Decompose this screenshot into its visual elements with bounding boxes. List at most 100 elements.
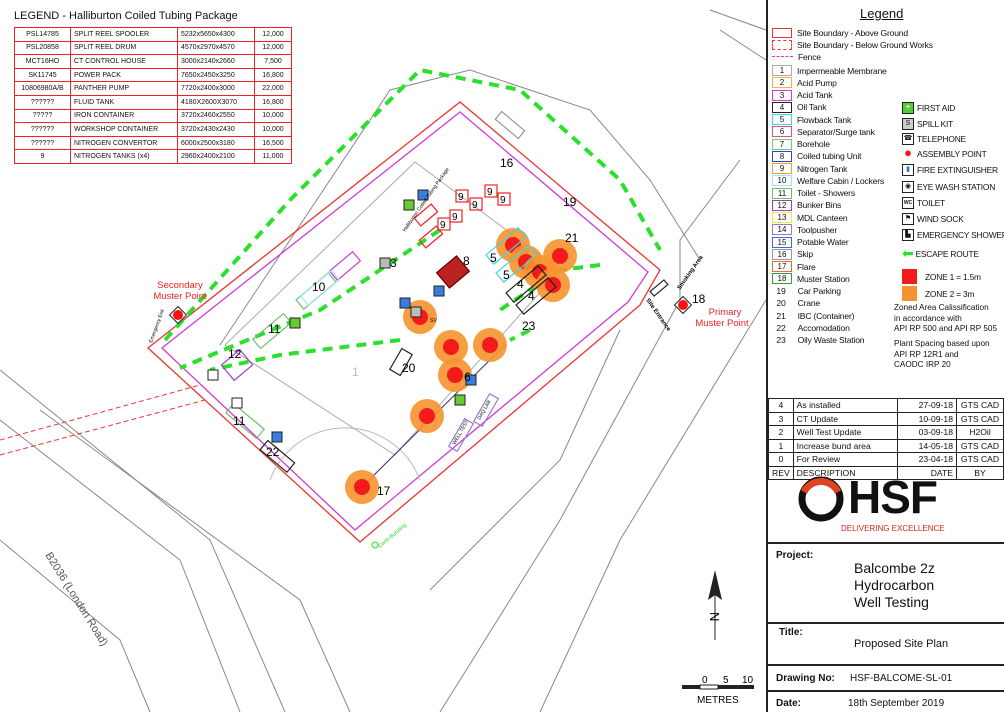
component-name: FLUID TANK [70,94,178,110]
legend-item-number: 10 [772,175,792,187]
project-block: Project: Balcombe 2z Hydrocarbon Well Te… [768,542,1004,622]
telephone-icon: ☎ [902,132,914,145]
rev-date: DATE [897,465,957,480]
rev-date: 23-04-18 [897,452,957,467]
legend-item-label: Impermeable Membrane [797,65,887,76]
label-9f: 9 [440,220,446,231]
part-number: ?????? [14,94,71,110]
zone1-area [545,277,561,293]
legend-item-number: 5 [772,114,792,125]
north-arrow: N [707,570,722,640]
project-line: Balcombe 2z [854,560,935,576]
symbol-label: TELEPHONE [917,133,966,144]
legend-item-number: 13 [772,212,792,223]
spacing-note: Plant Spacing based upon API RP 12R1 and… [894,339,990,371]
legend-item-number: 1 [772,65,792,76]
wind-sock-icon: ⚑ [902,212,914,225]
zone1-label: ZONE 1 = 1.5m [925,271,981,282]
secondary-muster-label-2: Muster Point [153,291,207,302]
rev-by: GTS CAD [956,398,1004,413]
note-line: Zoned Area Calissification [894,303,989,312]
title-label: Title: [779,627,803,638]
legend-symbol: ◉EYE WASH STATION [902,180,995,193]
zone1-area [443,339,459,355]
legend-item-label: Flowback Tank [797,114,852,125]
rev-date: 10-09-18 [897,411,957,426]
date-block: Date: 18th September 2019 [768,690,1004,712]
label-9d: 9 [500,195,506,206]
dimensions: 7650x2450x3250 [177,67,255,83]
weight: 16,800 [254,94,292,110]
legend-item-number: 18 [772,273,792,285]
eye-wash-icon: ◉ [902,180,914,193]
note-line: API RP 12R1 and [894,349,959,359]
legend-item-label: Crane [797,298,821,309]
note-line: Plant Spacing based upon [894,339,990,348]
legend-item-label: Skip [797,249,813,260]
label-1: 1 [352,365,359,379]
below-ground-boundary [0,384,206,456]
component-name: PANTHER PUMP [70,81,178,96]
weight: 10,000 [254,122,292,137]
title-block: Title: Proposed Site Plan [768,622,1004,664]
legend-item-number: 16 [772,248,792,260]
rev-number: 1 [768,438,794,453]
rev-number: 2 [768,425,794,440]
project-line: Well Testing [854,594,929,610]
legend-item-number: 8 [772,150,792,162]
project-name: Balcombe 2z Hydrocarbon Well Testing [854,560,935,611]
symbol-label: FIRST AID [917,102,956,113]
label-9e: 9 [452,212,458,223]
label-16: 16 [500,156,514,170]
boundary-swatch [772,56,793,57]
label-11b: 11 [233,414,246,428]
rev-by: GTS CAD [956,438,1004,453]
legend-item-label: Bunker Bins [797,200,842,211]
flare-radius [269,427,421,481]
drawing-no-label: Drawing No: [776,673,835,684]
part-number: PSL14785 [14,27,71,42]
label-17: 17 [377,484,391,498]
dimensions: 7720x2400x3000 [177,81,255,96]
dimensions: 3720x2430x2430 [177,122,255,137]
legend-item-number: 11 [772,187,792,199]
legend-item-label: Acid Pump [797,77,837,88]
weight: 7,500 [254,54,292,69]
legend-item-label: Flare [797,261,816,272]
dimensions: 4180X2600X3070 [177,94,255,110]
safety-icons [207,189,477,443]
legend-item: 5 Flowback Tank [772,114,851,125]
component-table-title: LEGEND - Halliburton Coiled Tubing Packa… [14,10,238,22]
legend-item-number: 15 [772,236,792,248]
dimensions: 3720x2460x2550 [177,108,255,124]
legend-item-number: 19 [776,286,786,296]
label-8: 8 [463,254,470,268]
legend-item-label: Toolpusher [797,224,838,235]
zone2-label: ZONE 2 = 3m [925,288,975,299]
label-21: 21 [565,231,579,245]
zone2-swatch [902,286,917,301]
label-12: 12 [228,347,242,361]
date-label: Date: [776,698,802,709]
label-9c: 9 [487,187,493,198]
north-label: N [707,612,722,621]
legend-item-label: Muster Station [797,273,850,284]
legend-item-label: Oily Waste Station [797,335,865,345]
rev-by: GTS CAD [956,452,1004,467]
escape-route-label: ESCAPE ROUTE [915,248,979,259]
weight: 16,800 [254,67,292,83]
legend-item: 1 Impermeable Membrane [772,65,887,76]
legend-item-number: 20 [776,298,786,309]
